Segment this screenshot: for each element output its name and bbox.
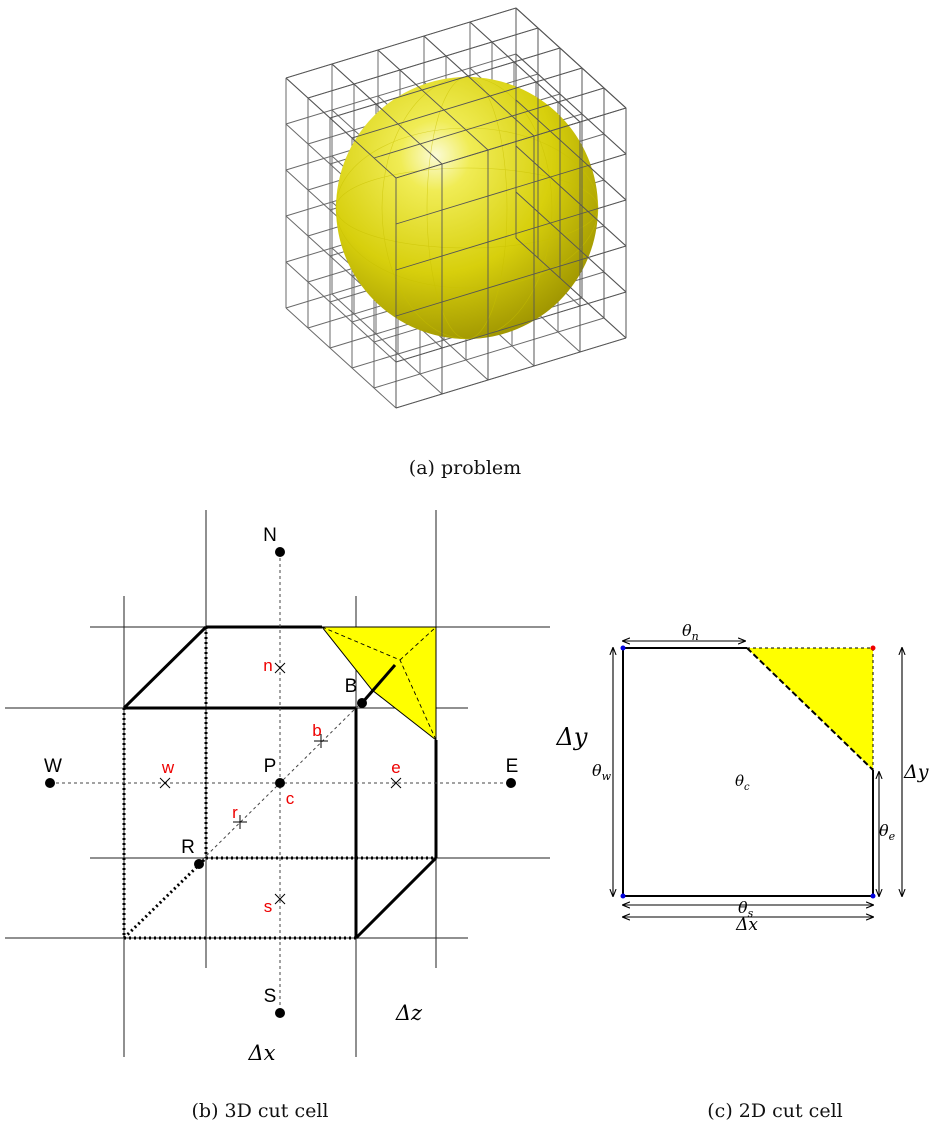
grid-lines	[5, 510, 550, 1057]
theta-e-label: θe	[879, 821, 896, 843]
face-label-n: n	[263, 656, 272, 675]
caption-a: (a) problem	[409, 457, 521, 479]
node-label-w: W	[44, 756, 62, 777]
node-label-p: P	[264, 756, 277, 777]
dim-label-x-3d: Δx	[247, 1041, 275, 1065]
theta-s-label: θs	[738, 898, 754, 920]
dim-label-x-2d: Δx	[735, 915, 758, 935]
cut-boundary	[746, 647, 874, 771]
theta-w-label: θw	[592, 761, 612, 783]
dim-label-y-2d: Δy	[903, 761, 929, 783]
node-label-e: E	[506, 756, 519, 777]
mesh-front	[285, 7, 627, 409]
cut-edges-thin	[747, 647, 874, 770]
node-label-r: R	[181, 837, 195, 858]
node-label-b: B	[345, 676, 358, 697]
theta-n-label: θn	[682, 621, 699, 643]
face-label-b: b	[312, 721, 321, 740]
dimension-arrows	[613, 641, 902, 917]
corner-dot-br	[870, 893, 876, 899]
corner-dot-bl	[620, 893, 626, 899]
corner-dot-tr	[870, 645, 876, 651]
face-label-s: s	[264, 897, 273, 916]
sphere	[336, 77, 598, 339]
face-markers	[159, 662, 402, 905]
node-label-n: N	[263, 525, 277, 546]
dim-label-z-3d: Δz	[395, 1001, 423, 1025]
caption-c: (c) 2D cut cell	[707, 1100, 842, 1122]
node-label-s: S	[264, 986, 277, 1007]
panel-c: θn θw θc θe θs Δx Δy (c) 2D cut cell	[592, 621, 929, 1122]
face-label-c: c	[286, 789, 295, 808]
cell-boundary	[622, 647, 874, 897]
panel-b: N S E W P B R n s e w b r c Δx Δy Δz (b)…	[5, 510, 588, 1122]
cube-hidden-edges	[122, 627, 436, 940]
panel-a: (a) problem	[285, 7, 627, 479]
face-label-e: e	[391, 758, 400, 777]
node-dots	[45, 547, 516, 1018]
face-label-w: w	[161, 758, 175, 777]
corner-dot-tl	[620, 645, 626, 651]
face-label-r: r	[232, 803, 238, 822]
dim-label-y-3d: Δy	[556, 723, 588, 751]
theta-c-label: θc	[735, 772, 750, 793]
cube-edges	[122, 625, 438, 940]
sphere-facets	[335, 76, 599, 340]
caption-b: (b) 3D cut cell	[192, 1100, 329, 1122]
